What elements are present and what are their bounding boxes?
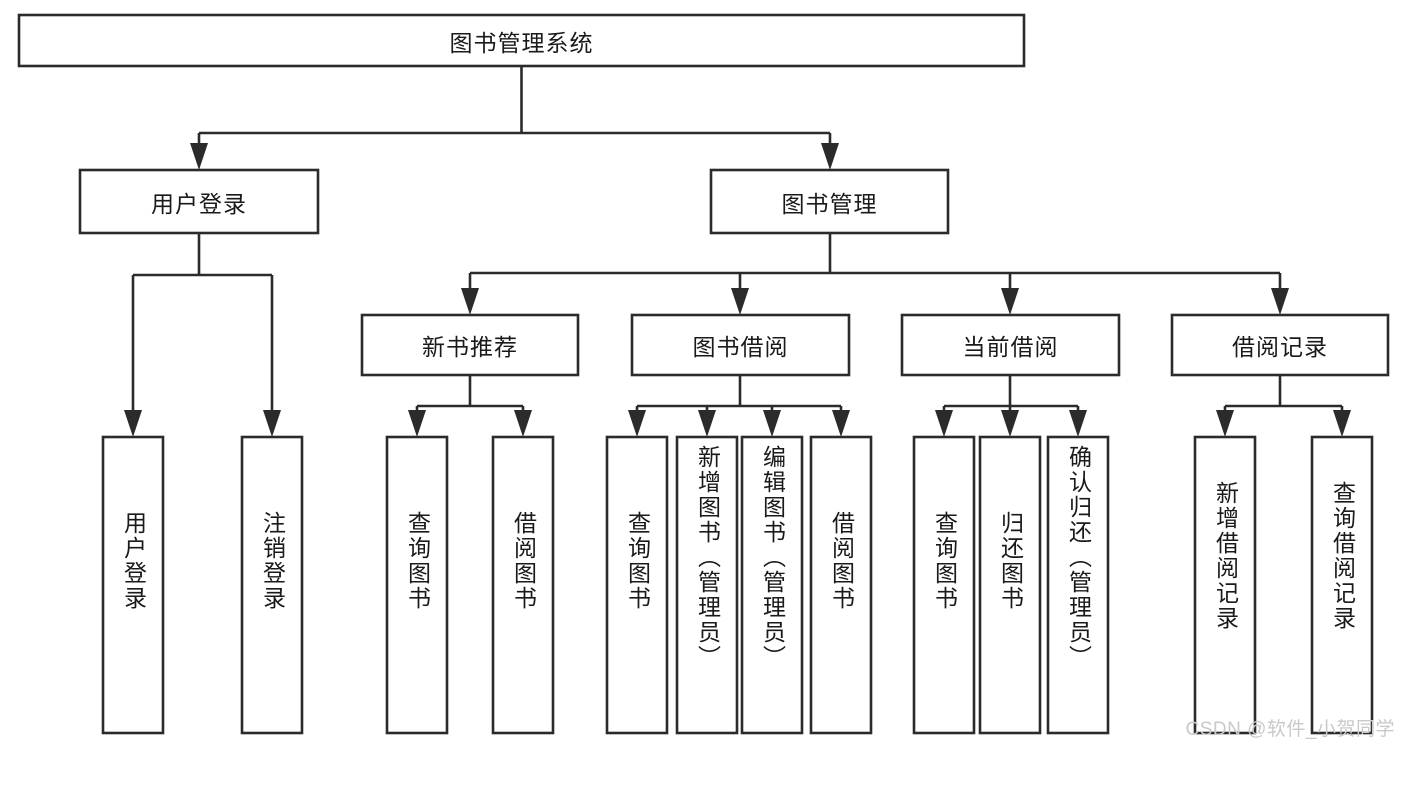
connector-book-mgmt-to-level3 <box>461 233 1289 315</box>
arrow-head-icon <box>698 410 716 437</box>
connector-root-to-level2 <box>190 66 839 170</box>
arrow-head-icon <box>1333 410 1351 437</box>
arrow-head-icon <box>1069 410 1087 437</box>
node-box-new-book-recommend[interactable] <box>360 313 580 377</box>
node-box-leaf-new-book-0[interactable] <box>385 435 449 735</box>
diagram-canvas: 图书管理系统 用户登录 图书管理 新书推荐 图书借阅 当前借阅 借阅记录 用户登… <box>17 13 1395 740</box>
connector-borrow-record-to-leaves <box>1216 375 1351 437</box>
node-box-leaf-book-borrow-3[interactable] <box>809 435 873 735</box>
diagram-svg <box>17 13 1390 735</box>
arrow-head-icon <box>763 410 781 437</box>
arrow-head-icon <box>190 143 208 170</box>
arrow-head-icon <box>1001 410 1019 437</box>
node-box-leaf-new-book-1[interactable] <box>491 435 555 735</box>
node-box-leaf-borrow-record-0[interactable] <box>1193 435 1257 735</box>
node-box-user-login[interactable] <box>78 168 320 235</box>
arrow-head-icon <box>514 410 532 437</box>
connector-book-borrow-to-leaves <box>628 375 850 437</box>
connector-new-book-to-leaves <box>408 375 532 437</box>
node-box-leaf-book-borrow-1[interactable] <box>675 435 739 735</box>
arrow-head-icon <box>832 410 850 437</box>
node-box-root[interactable] <box>17 13 1026 68</box>
node-box-leaf-borrow-record-1[interactable] <box>1310 435 1374 735</box>
node-box-borrow-record[interactable] <box>1170 313 1390 377</box>
arrow-head-icon <box>263 410 281 437</box>
node-box-leaf-user-login-1[interactable] <box>240 435 304 735</box>
arrow-head-icon <box>731 288 749 315</box>
node-box-current-borrow[interactable] <box>900 313 1121 377</box>
arrow-head-icon <box>408 410 426 437</box>
arrow-head-icon <box>628 410 646 437</box>
node-box-book-management[interactable] <box>709 168 950 235</box>
node-box-leaf-current-borrow-1[interactable] <box>978 435 1042 735</box>
node-box-leaf-user-login-0[interactable] <box>101 435 165 735</box>
node-box-leaf-current-borrow-2[interactable] <box>1046 435 1110 735</box>
connector-user-login-to-leaves <box>124 233 281 437</box>
arrow-head-icon <box>1271 288 1289 315</box>
arrow-head-icon <box>1001 288 1019 315</box>
arrow-head-icon <box>124 410 142 437</box>
arrow-head-icon <box>1216 410 1234 437</box>
connector-current-borrow-to-leaves <box>935 375 1087 437</box>
arrow-head-icon <box>461 288 479 315</box>
arrow-head-icon <box>821 143 839 170</box>
node-box-leaf-current-borrow-0[interactable] <box>912 435 976 735</box>
node-box-leaf-book-borrow-0[interactable] <box>605 435 669 735</box>
arrow-head-icon <box>935 410 953 437</box>
node-box-book-borrow[interactable] <box>630 313 851 377</box>
node-box-leaf-book-borrow-2[interactable] <box>740 435 804 735</box>
